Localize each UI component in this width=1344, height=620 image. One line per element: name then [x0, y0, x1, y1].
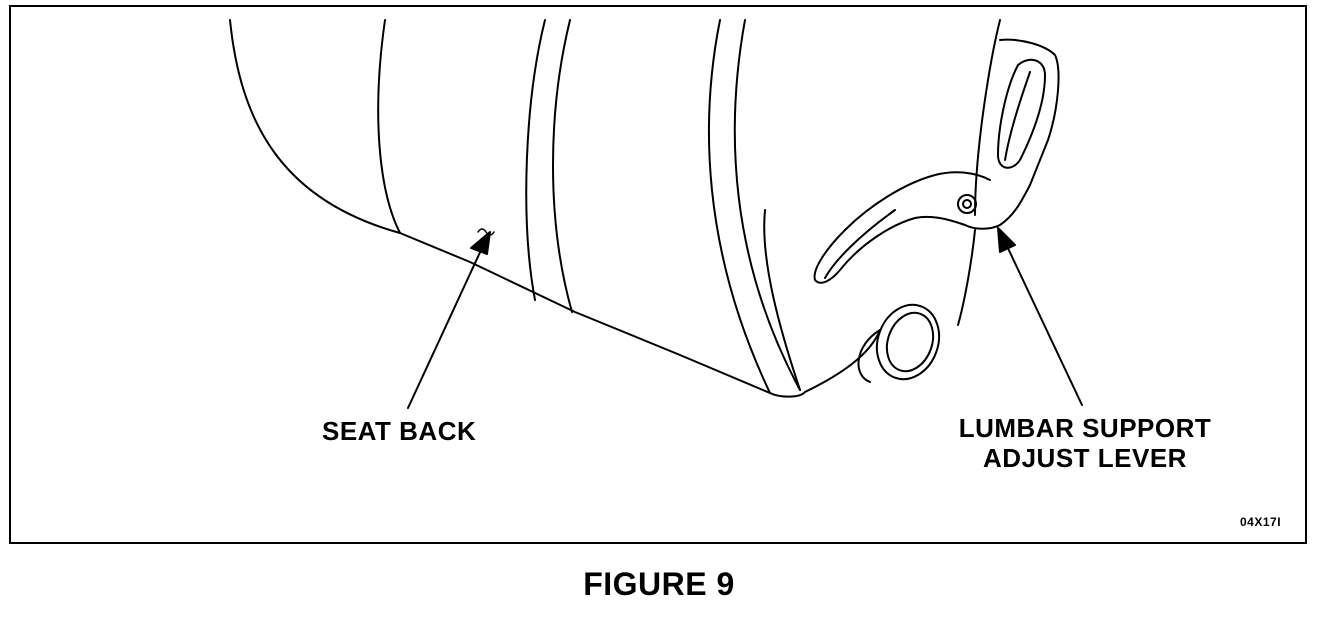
lumbar-support-label: LUMBAR SUPPORT ADJUST LEVER [950, 413, 1220, 473]
figure-caption: FIGURE 9 [583, 566, 735, 602]
lumbar-label-line2: ADJUST LEVER [983, 443, 1187, 473]
seat-back-arrow [407, 228, 495, 409]
figure-code: 04X17I [1240, 515, 1282, 529]
adjust-knob [857, 229, 976, 383]
seat-back-shape [229, 19, 1001, 398]
figure-frame [9, 5, 1307, 544]
lumbar-label-line1: LUMBAR SUPPORT [958, 413, 1212, 443]
lever-bracket [964, 38, 1060, 230]
lumbar-lever-arrow [997, 227, 1083, 406]
seat-back-label: SEAT BACK [322, 416, 477, 446]
lever-handle [813, 171, 991, 284]
